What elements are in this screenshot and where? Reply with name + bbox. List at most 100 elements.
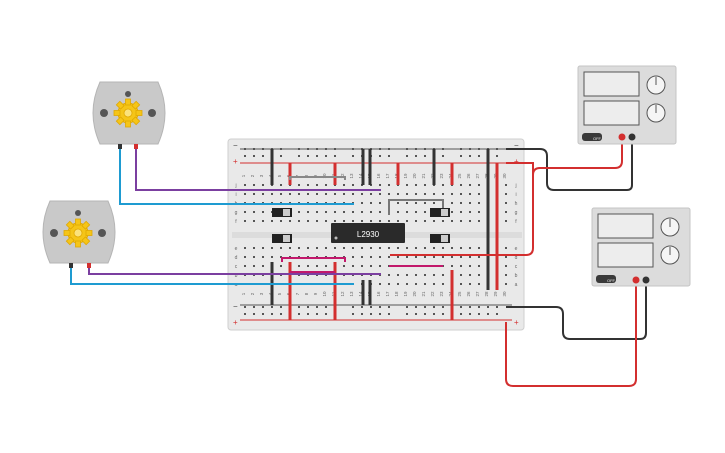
- breadboard-hole[interactable]: [253, 247, 255, 249]
- power-supply-top[interactable]: OFF: [577, 65, 677, 145]
- breadboard-hole[interactable]: [379, 202, 381, 204]
- wire-blue-motor-top[interactable]: [119, 148, 354, 205]
- breadboard-hole[interactable]: [388, 155, 390, 157]
- breadboard-hole[interactable]: [334, 148, 336, 150]
- breadboard-hole[interactable]: [343, 220, 345, 222]
- breadboard-hole[interactable]: [370, 247, 372, 249]
- breadboard-hole[interactable]: [469, 211, 471, 213]
- breadboard-hole[interactable]: [496, 148, 498, 150]
- breadboard-hole[interactable]: [460, 148, 462, 150]
- breadboard-hole[interactable]: [280, 265, 282, 267]
- breadboard-hole[interactable]: [397, 220, 399, 222]
- breadboard-hole[interactable]: [406, 306, 408, 308]
- wire-red-supply-top-a[interactable]: [390, 162, 534, 256]
- breadboard-hole[interactable]: [352, 247, 354, 249]
- dc-motor-bottom[interactable]: [42, 200, 116, 268]
- breadboard-hole[interactable]: [469, 148, 471, 150]
- breadboard-hole[interactable]: [406, 274, 408, 276]
- breadboard-hole[interactable]: [244, 184, 246, 186]
- breadboard-hole[interactable]: [451, 265, 453, 267]
- breadboard-hole[interactable]: [505, 184, 507, 186]
- breadboard-hole[interactable]: [262, 306, 264, 308]
- breadboard-hole[interactable]: [316, 247, 318, 249]
- wire-red-supply-top-b[interactable]: [532, 138, 623, 176]
- breadboard-hole[interactable]: [352, 306, 354, 308]
- breadboard-hole[interactable]: [478, 306, 480, 308]
- breadboard-hole[interactable]: [424, 202, 426, 204]
- breadboard-hole[interactable]: [424, 306, 426, 308]
- breadboard-hole[interactable]: [505, 202, 507, 204]
- breadboard-hole[interactable]: [244, 247, 246, 249]
- breadboard-hole[interactable]: [334, 155, 336, 157]
- breadboard-hole[interactable]: [451, 247, 453, 249]
- breadboard-hole[interactable]: [406, 148, 408, 150]
- wire-purple-motor-top[interactable]: [135, 148, 381, 191]
- breadboard-hole[interactable]: [262, 211, 264, 213]
- breadboard-hole[interactable]: [397, 211, 399, 213]
- breadboard-hole[interactable]: [379, 220, 381, 222]
- breadboard-hole[interactable]: [433, 274, 435, 276]
- breadboard-hole[interactable]: [433, 193, 435, 195]
- breadboard-hole[interactable]: [370, 193, 372, 195]
- breadboard-hole[interactable]: [415, 283, 417, 285]
- breadboard-hole[interactable]: [343, 193, 345, 195]
- breadboard-hole[interactable]: [460, 247, 462, 249]
- motor-terminal-black[interactable]: [118, 144, 122, 149]
- breadboard-hole[interactable]: [379, 184, 381, 186]
- breadboard-hole[interactable]: [469, 256, 471, 258]
- breadboard-hole[interactable]: [424, 247, 426, 249]
- negative-terminal[interactable]: [642, 276, 650, 284]
- breadboard-hole[interactable]: [415, 256, 417, 258]
- breadboard-hole[interactable]: [307, 184, 309, 186]
- breadboard-hole[interactable]: [460, 274, 462, 276]
- breadboard-hole[interactable]: [415, 184, 417, 186]
- breadboard-hole[interactable]: [433, 283, 435, 285]
- breadboard-hole[interactable]: [469, 193, 471, 195]
- breadboard-hole[interactable]: [397, 283, 399, 285]
- breadboard-hole[interactable]: [298, 313, 300, 315]
- breadboard-hole[interactable]: [496, 155, 498, 157]
- breadboard-hole[interactable]: [424, 211, 426, 213]
- breadboard-hole[interactable]: [298, 265, 300, 267]
- breadboard-hole[interactable]: [451, 220, 453, 222]
- positive-terminal[interactable]: [618, 133, 626, 141]
- breadboard-hole[interactable]: [298, 211, 300, 213]
- breadboard-hole[interactable]: [370, 220, 372, 222]
- breadboard-hole[interactable]: [298, 148, 300, 150]
- breadboard-hole[interactable]: [460, 184, 462, 186]
- breadboard-hole[interactable]: [424, 193, 426, 195]
- breadboard-hole[interactable]: [442, 155, 444, 157]
- breadboard-hole[interactable]: [316, 211, 318, 213]
- breadboard-hole[interactable]: [298, 247, 300, 249]
- breadboard-hole[interactable]: [253, 313, 255, 315]
- breadboard-hole[interactable]: [505, 283, 507, 285]
- breadboard-hole[interactable]: [388, 148, 390, 150]
- breadboard-hole[interactable]: [442, 220, 444, 222]
- breadboard-hole[interactable]: [271, 306, 273, 308]
- breadboard-hole[interactable]: [415, 274, 417, 276]
- breadboard-hole[interactable]: [271, 256, 273, 258]
- breadboard-hole[interactable]: [406, 184, 408, 186]
- breadboard-hole[interactable]: [316, 193, 318, 195]
- breadboard-hole[interactable]: [334, 193, 336, 195]
- breadboard-hole[interactable]: [262, 265, 264, 267]
- breadboard-hole[interactable]: [424, 274, 426, 276]
- breadboard-hole[interactable]: [478, 193, 480, 195]
- slide-switch[interactable]: [272, 208, 292, 217]
- breadboard-hole[interactable]: [253, 155, 255, 157]
- dc-motor-top[interactable]: [92, 81, 166, 149]
- breadboard-hole[interactable]: [478, 283, 480, 285]
- breadboard-hole[interactable]: [469, 306, 471, 308]
- breadboard-hole[interactable]: [244, 148, 246, 150]
- breadboard-hole[interactable]: [316, 306, 318, 308]
- breadboard-hole[interactable]: [361, 256, 363, 258]
- breadboard-hole[interactable]: [442, 256, 444, 258]
- breadboard-hole[interactable]: [460, 220, 462, 222]
- breadboard-hole[interactable]: [460, 211, 462, 213]
- breadboard-hole[interactable]: [280, 220, 282, 222]
- motor-terminal-black[interactable]: [69, 263, 73, 268]
- breadboard-hole[interactable]: [478, 220, 480, 222]
- breadboard-hole[interactable]: [280, 313, 282, 315]
- jumper-gray[interactable]: [289, 176, 346, 180]
- breadboard-hole[interactable]: [316, 265, 318, 267]
